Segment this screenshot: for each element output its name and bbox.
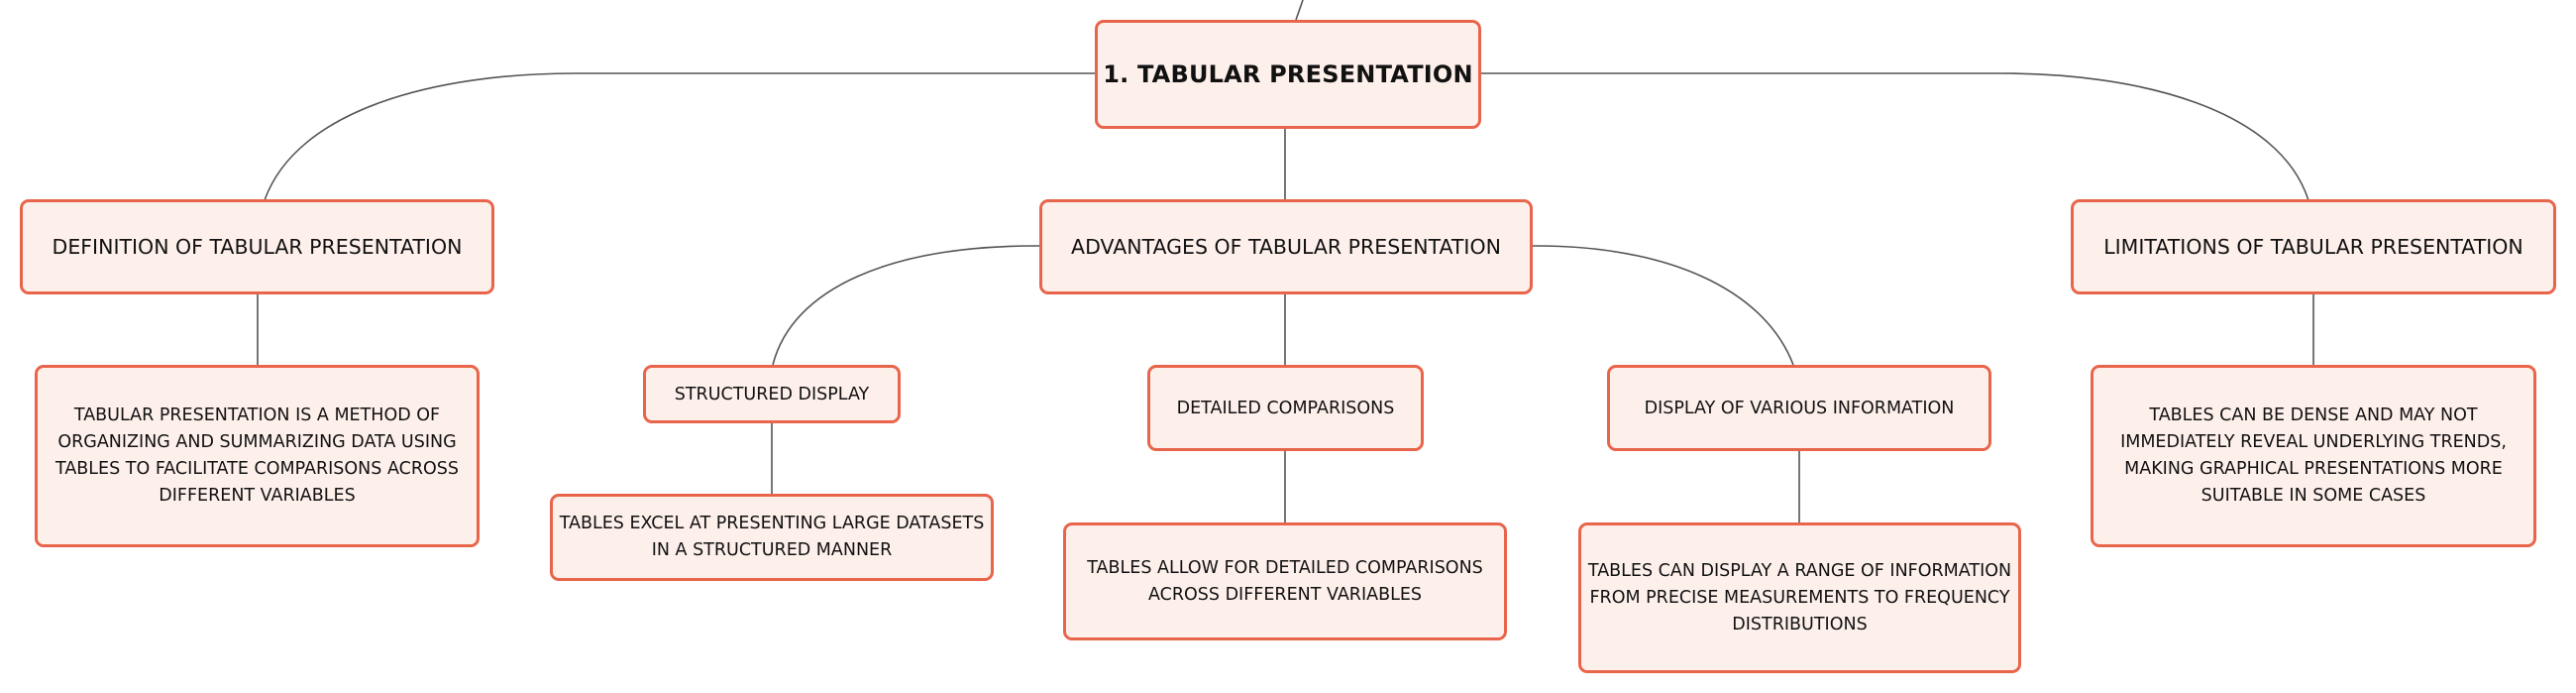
limitations-text: TABLES CAN BE DENSE AND MAY NOT IMMEDIAT…: [2120, 405, 2507, 506]
various-information-text: TABLES CAN DISPLAY A RANGE OF INFORMATIO…: [1587, 560, 2012, 635]
detailed-comparisons-text: TABLES ALLOW FOR DETAILED COMPARISONS AC…: [1087, 557, 1483, 605]
definition-label: DEFINITION OF TABULAR PRESENTATION: [52, 235, 463, 259]
connector-advantages-various: [1533, 245, 1794, 366]
structured-display-node[interactable]: STRUCTURED DISPLAY: [643, 365, 901, 423]
connector-parent-root: [1295, 0, 1304, 21]
limitations-label: LIMITATIONS OF TABULAR PRESENTATION: [2103, 235, 2523, 259]
structured-display-text: TABLES EXCEL AT PRESENTING LARGE DATASET…: [559, 514, 985, 560]
definition-text: TABULAR PRESENTATION IS A METHOD OF ORGA…: [55, 405, 459, 506]
connector-root-limitations: [1481, 72, 2309, 201]
structured-display-text-node[interactable]: TABLES EXCEL AT PRESENTING LARGE DATASET…: [550, 494, 994, 581]
various-information-text-node[interactable]: TABLES CAN DISPLAY A RANGE OF INFORMATIO…: [1578, 522, 2021, 673]
advantages-node[interactable]: ADVANTAGES OF TABULAR PRESENTATION: [1039, 199, 1533, 294]
detailed-comparisons-label: DETAILED COMPARISONS: [1176, 398, 1395, 418]
various-information-node[interactable]: DISPLAY OF VARIOUS INFORMATION: [1607, 365, 1991, 451]
connector-advantages-structured: [772, 245, 1039, 366]
limitations-node[interactable]: LIMITATIONS OF TABULAR PRESENTATION: [2071, 199, 2556, 294]
various-information-label: DISPLAY OF VARIOUS INFORMATION: [1644, 398, 1955, 418]
root-label: 1. TABULAR PRESENTATION: [1103, 60, 1473, 88]
root-node[interactable]: 1. TABULAR PRESENTATION: [1095, 20, 1481, 129]
detailed-comparisons-text-node[interactable]: TABLES ALLOW FOR DETAILED COMPARISONS AC…: [1063, 522, 1507, 640]
limitations-text-node[interactable]: TABLES CAN BE DENSE AND MAY NOT IMMEDIAT…: [2091, 365, 2536, 547]
definition-node[interactable]: DEFINITION OF TABULAR PRESENTATION: [20, 199, 494, 294]
definition-text-node[interactable]: TABULAR PRESENTATION IS A METHOD OF ORGA…: [35, 365, 480, 547]
advantages-label: ADVANTAGES OF TABULAR PRESENTATION: [1071, 235, 1501, 259]
detailed-comparisons-node[interactable]: DETAILED COMPARISONS: [1147, 365, 1424, 451]
connector-root-definition: [264, 72, 1095, 201]
structured-display-label: STRUCTURED DISPLAY: [674, 384, 870, 404]
